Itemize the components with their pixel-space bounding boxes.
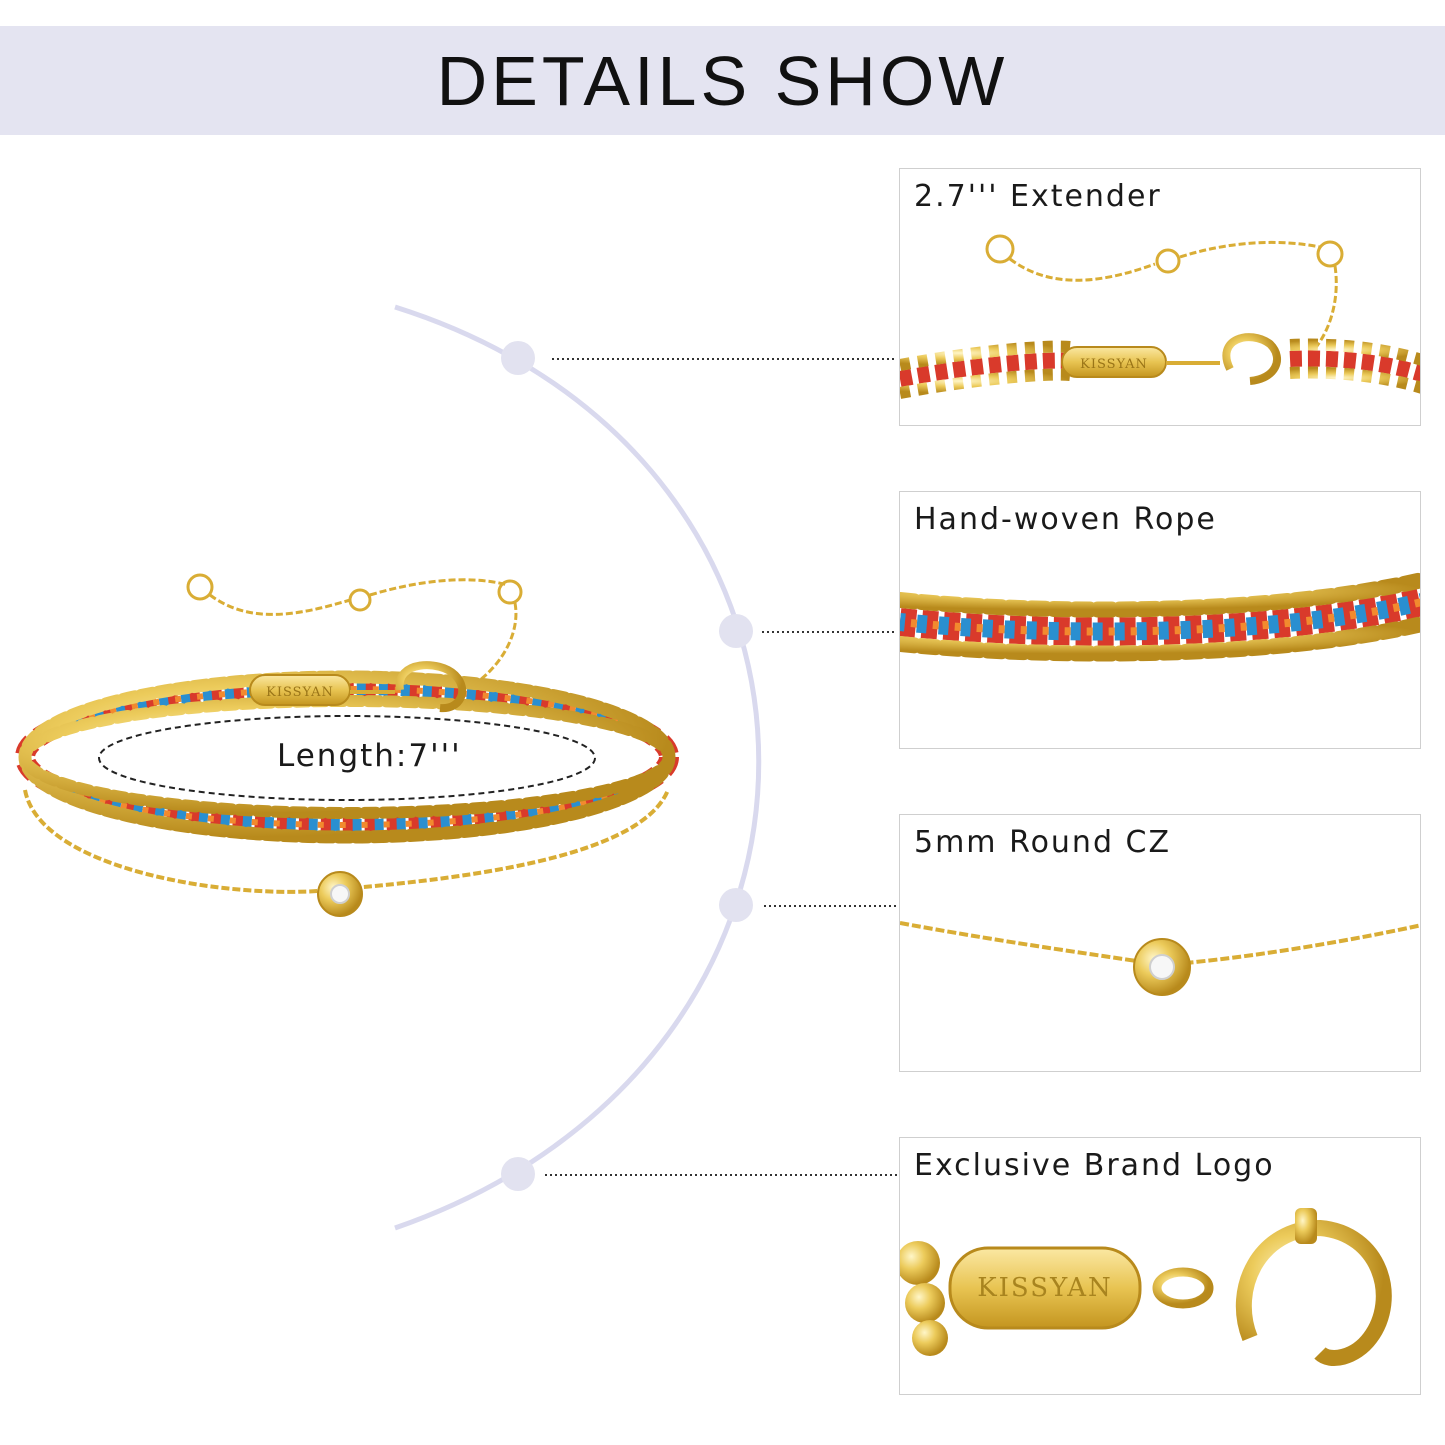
brand-engraving: KISSYAN (1080, 357, 1148, 372)
connector-dot (501, 1157, 535, 1191)
detail-card-logo: KISSYAN Exclusive Brand Logo (899, 1137, 1421, 1395)
bracelet-photo: KISSYAN (15, 573, 679, 917)
detail-card-rope: Hand-woven Rope (899, 491, 1421, 749)
detail-label: 5mm Round CZ (914, 825, 1172, 860)
detail-label: Exclusive Brand Logo (914, 1148, 1275, 1183)
extender-photo: KISSYAN (900, 234, 1420, 399)
connector-dot (719, 614, 753, 648)
detail-label: Hand-woven Rope (914, 502, 1217, 537)
detail-card-cz: 5mm Round CZ (899, 814, 1421, 1072)
decorative-arc (394, 304, 762, 1231)
logo-photo: KISSYAN (900, 1208, 1392, 1366)
brand-engraving: KISSYAN (977, 1273, 1113, 1303)
rope-photo (900, 572, 1420, 662)
connector-dot (501, 341, 535, 375)
detail-card-extender: KISSYAN 2.7''' Extender (899, 168, 1421, 426)
connector-dot (719, 888, 753, 922)
detail-label: 2.7''' Extender (914, 179, 1162, 214)
page-title: DETAILS SHOW (436, 41, 1009, 120)
header-banner: DETAILS SHOW (0, 26, 1445, 135)
brand-engraving: KISSYAN (266, 685, 334, 700)
cz-photo (900, 921, 1420, 996)
length-label: Length:7''' (277, 738, 462, 774)
